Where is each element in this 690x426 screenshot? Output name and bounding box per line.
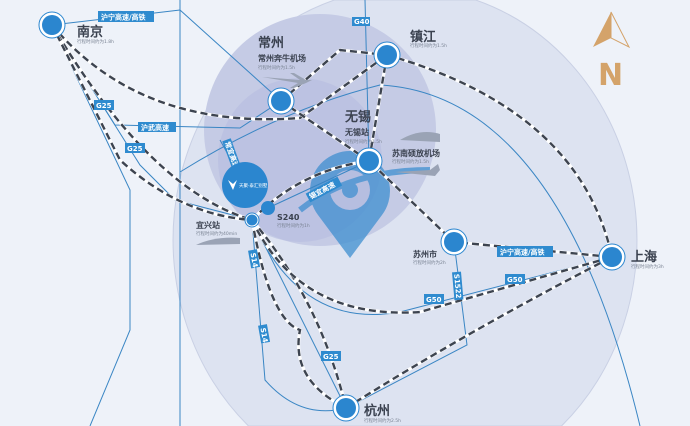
label-nanjing: 南京	[77, 24, 103, 40]
svg-text:S1522: S1522	[452, 274, 462, 299]
node-wuxi[interactable]	[355, 147, 383, 175]
node-suzhou[interactable]	[440, 228, 468, 256]
label-shanghai: 上海	[631, 249, 657, 265]
train-icon	[400, 132, 440, 142]
road-badge-g25-c: G25	[321, 351, 341, 361]
road-badge-huwu: 沪武高速	[138, 122, 176, 132]
label-sunan-airport: 苏南硕放机场	[392, 148, 440, 158]
label-hangzhou: 杭州	[364, 403, 390, 419]
svg-text:G50: G50	[426, 296, 442, 304]
svg-text:G40: G40	[354, 18, 370, 26]
svg-text:G25: G25	[127, 145, 143, 153]
sub-shanghai: 行程时间约为3h	[631, 263, 664, 270]
svg-text:G25: G25	[96, 102, 112, 110]
node-changzhou[interactable]	[267, 87, 295, 115]
label-wuxi: 无锡	[344, 109, 371, 125]
sub-changzhou: 行程时间约为1.5h	[258, 64, 295, 71]
node-hangzhou[interactable]	[332, 394, 360, 422]
label-wuxi-station: 无锡站	[344, 127, 369, 137]
sub-suzhou: 行程时间约为2h	[413, 259, 446, 266]
project-marker[interactable]: 天聚·泰汇别墅	[222, 162, 268, 208]
airplane-icon	[262, 73, 312, 88]
svg-text:G50: G50	[507, 276, 523, 284]
label-suzhou: 苏州市	[413, 249, 437, 259]
sub-zhenjiang: 行程时间约为1.5h	[410, 42, 447, 49]
road-badge-g40: G40	[352, 17, 370, 26]
svg-text:沪武高速: 沪武高速	[141, 123, 169, 132]
node-zhenjiang[interactable]	[373, 41, 401, 69]
svg-text:沪宁高速/高铁: 沪宁高速/高铁	[101, 13, 146, 22]
node-yixing[interactable]	[244, 212, 260, 228]
road-badge-huning-top: 沪宁高速/高铁	[98, 11, 154, 22]
sub-s240: 行程时间约为1h	[277, 222, 310, 229]
svg-text:S14: S14	[249, 252, 259, 268]
airplane-icon	[395, 164, 440, 176]
node-nanjing[interactable]	[38, 11, 66, 39]
road-badge-g25-b: G25	[125, 143, 145, 153]
road-badge-huning-right: 沪宁高速/高铁	[497, 246, 553, 257]
sub-yixing: 行程时间约为40min	[196, 230, 237, 237]
label-s240: S240	[277, 213, 300, 222]
road-badge-s14-b: S14	[258, 324, 271, 344]
sub-wuxi: 行程时间约为1.5h	[345, 138, 382, 145]
label-yixing-station: 宜兴站	[196, 220, 220, 230]
svg-text:G25: G25	[323, 353, 339, 361]
svg-text:沪宁高速/高铁: 沪宁高速/高铁	[500, 248, 545, 257]
road-badge-g25-a: G25	[94, 100, 114, 110]
label-zhenjiang: 镇江	[410, 29, 436, 45]
project-name: 天聚·泰汇别墅	[239, 182, 268, 189]
label-changzhou: 常州	[258, 35, 284, 51]
svg-text:S14: S14	[259, 327, 269, 343]
label-changzhou-airport: 常州奔牛机场	[258, 53, 306, 63]
sub-nanjing: 行程时间约为1.8h	[77, 38, 114, 45]
project-logo-icon	[228, 180, 237, 190]
sub-hangzhou: 行程时间约为2.5h	[364, 417, 401, 424]
road-badge-s1522: S1522	[452, 271, 464, 301]
road-badge-g50-b: G50	[505, 274, 525, 284]
train-icon	[196, 237, 240, 245]
node-s240[interactable]	[261, 201, 275, 215]
node-shanghai[interactable]	[598, 243, 626, 271]
road-badge-s14-a: S14	[248, 249, 261, 269]
sub-sunan: 行程时间约为1.5h	[392, 158, 429, 165]
north-arrow-icon	[593, 11, 631, 49]
road-badge-g50-a: G50	[424, 294, 444, 304]
north-label: N	[598, 58, 623, 93]
